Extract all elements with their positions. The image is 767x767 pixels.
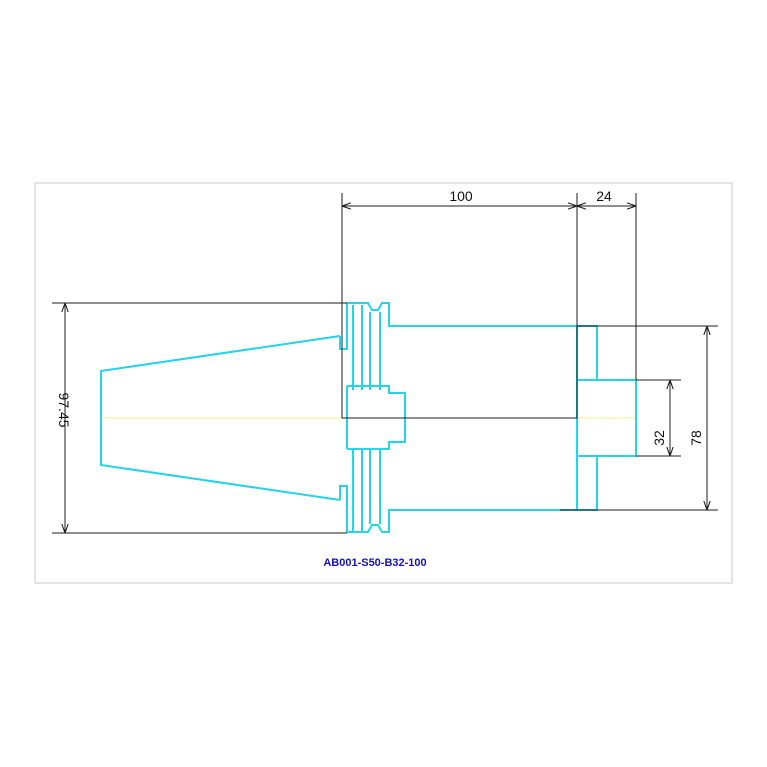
nose-front [577, 325, 637, 511]
taper-shank [100, 335, 341, 501]
drawing-frame [34, 182, 733, 584]
dimension-lines [52, 193, 718, 534]
body-reference-box [341, 303, 578, 419]
flange-upper [339, 302, 577, 350]
step-label: 24 [596, 188, 612, 204]
length-label: 100 [449, 188, 473, 204]
part-number: AB001-S50-B32-100 [323, 557, 426, 569]
bore-diameter-label: 32 [651, 430, 667, 446]
outer-diameter-label: 97.45 [56, 392, 72, 427]
flange-lower [339, 485, 577, 533]
body-diameter-label: 78 [688, 430, 704, 446]
